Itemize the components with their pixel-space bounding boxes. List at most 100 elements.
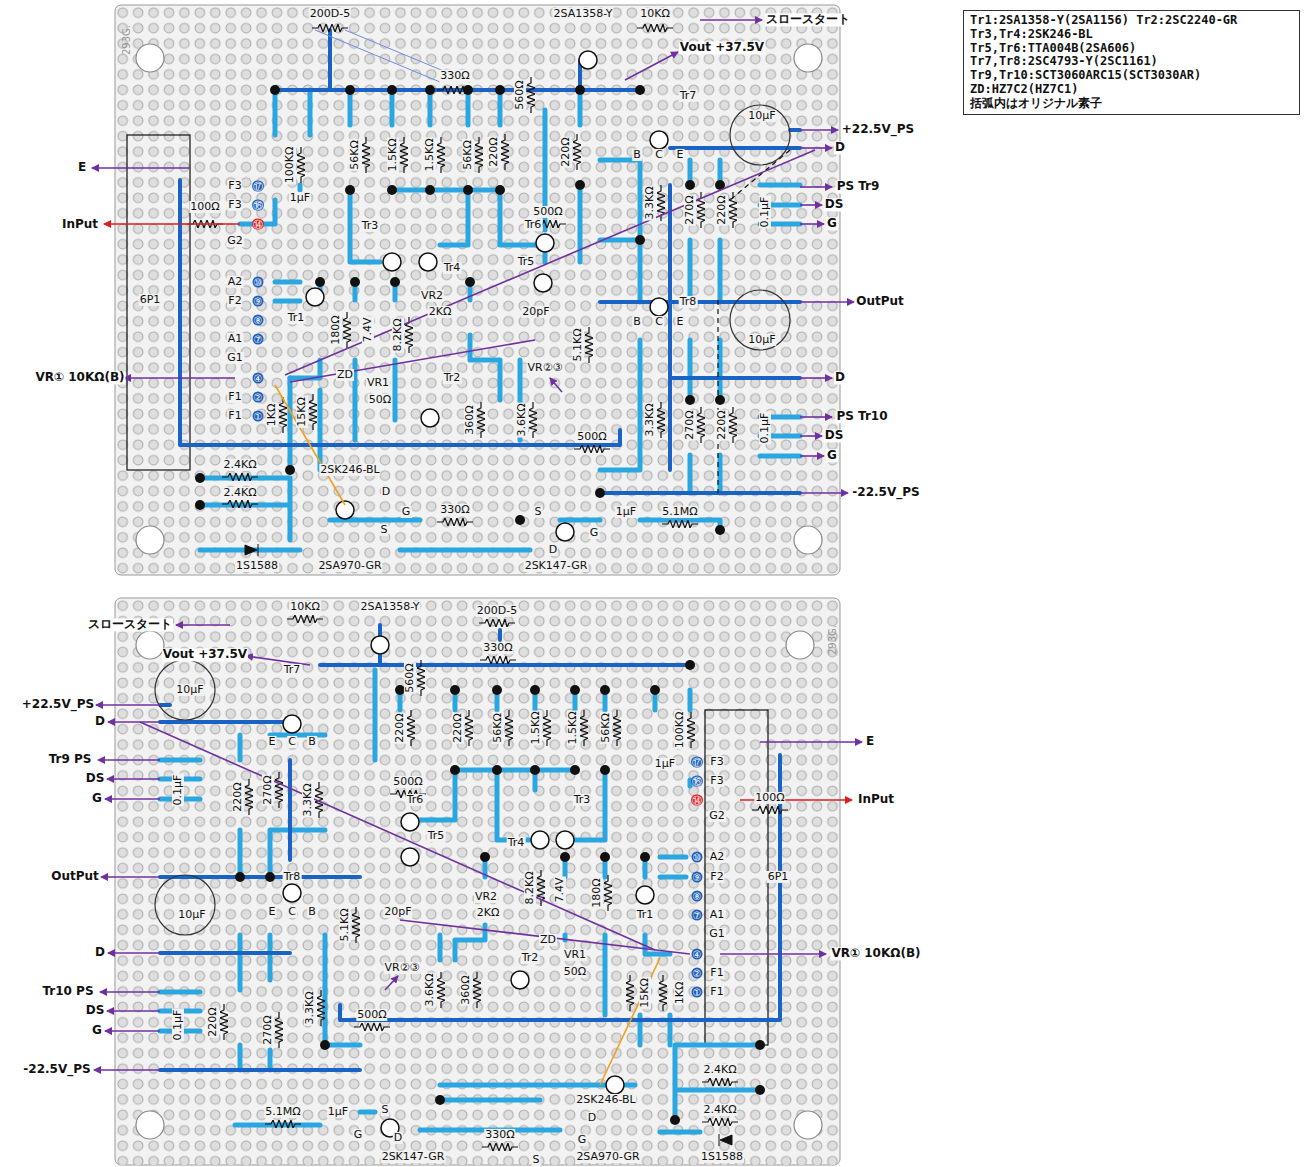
signal-label: Vout +37.5V [162, 648, 248, 661]
parts-list-box: Tr1:2SA1358-Y(2SA1156) Tr2:2SC2240-GRTr3… [963, 10, 1300, 115]
signal-label: D [94, 946, 106, 959]
part-label: F1 [709, 967, 724, 979]
part-label: VR2 [420, 290, 444, 302]
signal-label: スロースタート [87, 618, 173, 631]
signal-label: E [865, 735, 875, 748]
resistor-value: 1.5KΩ [567, 710, 579, 745]
part-label: F1 [227, 410, 242, 422]
part-label: 2SA970-GR [317, 560, 382, 572]
part-label: 5.1MΩ [661, 506, 698, 518]
resistor-value: 220Ω [716, 409, 728, 440]
part-label: 100Ω [189, 201, 220, 213]
part-label: Tr6 [406, 794, 425, 806]
part-label: 500Ω [356, 1009, 387, 1021]
resistor-value: 3.6KΩ [516, 402, 528, 437]
part-label: 10KΩ [639, 8, 671, 20]
part-label: 2SK147-GR [524, 560, 589, 572]
pin-number: ⑭ [691, 795, 703, 806]
part-label: Tr8 [679, 296, 698, 308]
resistor-value: 220Ω [232, 781, 244, 812]
part-label: C [654, 316, 664, 328]
signal-label: DS [85, 1004, 106, 1017]
resistor-value: 15KΩ [296, 396, 308, 428]
signal-label: VR① 10KΩ(B) [34, 371, 125, 384]
signal-label: PS Tr9 [836, 180, 881, 193]
part-label: E [676, 149, 685, 161]
part-label: Tr4 [443, 262, 462, 274]
signal-label: DS [85, 772, 106, 785]
part-label: C [654, 149, 664, 161]
resistor-value: 7.4V [554, 876, 566, 903]
part-label: 2SA1358-Y [552, 8, 613, 20]
signal-label: Vout +37.5V [679, 41, 765, 54]
pin-number: ⑯ [691, 776, 703, 787]
pin-number: ① [253, 411, 264, 422]
part-label: 6P1 [767, 871, 790, 883]
resistor-value: 3.3KΩ [644, 185, 656, 220]
resistor-value: 220Ω [207, 1006, 219, 1037]
part-label: D [548, 544, 558, 556]
parts-list-line: Tr5,Tr6:TTA004B(2SA606) [970, 42, 1293, 56]
resistor-value: 560Ω [404, 662, 416, 693]
pin-number: ① [692, 987, 703, 998]
part-label: G [401, 506, 412, 518]
signal-label: -22.5V_PS [22, 1063, 91, 1076]
part-label: A2 [227, 276, 244, 288]
pin-number: ④ [253, 373, 264, 384]
part-label: C [287, 736, 297, 748]
part-label: F3 [709, 775, 724, 787]
part-label: S [532, 1154, 541, 1166]
part-label: F1 [709, 986, 724, 998]
pin-number: ② [253, 392, 264, 403]
parts-list-line: Tr9,Tr10:SCT3060ARC15(SCT3030AR) [970, 69, 1293, 83]
part-label: G1 [226, 352, 244, 364]
parts-list-line: 括弧内はオリジナル素子 [970, 97, 1293, 111]
part-label: 2KΩ [428, 306, 453, 318]
signal-label: G [826, 217, 838, 230]
part-label: B [632, 316, 642, 328]
part-label: D [393, 1132, 403, 1144]
pin-number: ⑦ [692, 910, 703, 921]
part-label: VR1 [563, 949, 587, 961]
board-watermark: 293G. [121, 24, 132, 56]
part-label: G2 [226, 235, 244, 247]
part-label: 2.4KΩ [702, 1104, 737, 1116]
part-label: E [268, 906, 277, 918]
part-label: 330Ω [439, 504, 470, 516]
resistor-value: 180Ω [591, 877, 603, 908]
resistor-value: 5.1KΩ [572, 327, 584, 362]
resistor-value: 1.5KΩ [424, 137, 436, 172]
signal-label: VR① 10KΩ(B) [830, 947, 921, 960]
part-label: 2SA970-GR [575, 1151, 640, 1163]
signal-label: DS [824, 429, 845, 442]
part-label: F3 [227, 180, 242, 192]
resistor-value: 270Ω [262, 1014, 274, 1045]
signal-label: Tr9 PS [48, 753, 93, 766]
part-label: 2.4KΩ [222, 487, 257, 499]
part-label: Tr5 [427, 830, 446, 842]
part-label: 1μF [327, 1106, 349, 1118]
part-label: 2.4KΩ [702, 1064, 737, 1076]
pin-number: ⑩ [253, 277, 264, 288]
part-label: ZD [539, 934, 557, 946]
part-label: Tr4 [507, 837, 526, 849]
part-label: 50Ω [368, 394, 392, 406]
resistor-value: 1.5KΩ [387, 137, 399, 172]
pin-number: ⑨ [253, 296, 264, 307]
part-label: 50Ω [563, 966, 587, 978]
part-label: Tr5 [517, 256, 536, 268]
signal-label: D [834, 371, 846, 384]
part-label: Tr3 [361, 220, 380, 232]
part-label: VR2 [474, 891, 498, 903]
resistor-value: 0.1μF [172, 774, 184, 807]
resistor-value: 8.2KΩ [392, 317, 404, 352]
resistor-value: 220Ω [394, 712, 406, 743]
resistor-value: 100KΩ [284, 146, 296, 185]
part-label: E [268, 736, 277, 748]
pin-number: ⑰ [691, 757, 703, 768]
part-label: Tr6 [524, 219, 543, 231]
resistor-value: 0.1μF [759, 196, 771, 229]
part-label: 500Ω [392, 776, 423, 788]
pin-number: ⑭ [252, 219, 264, 230]
